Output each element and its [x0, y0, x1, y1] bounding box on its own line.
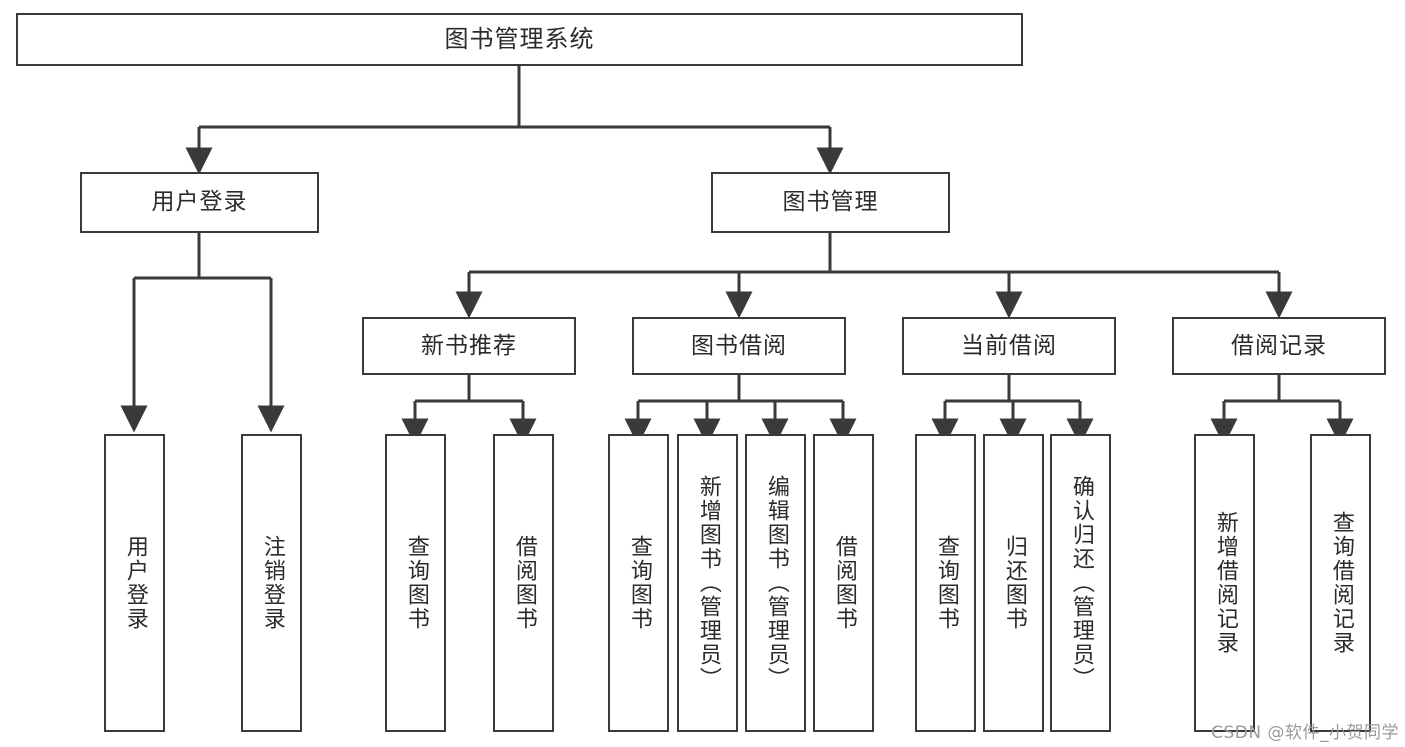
node-leaf-query-book-3-label: 查询图书: [933, 535, 959, 631]
node-leaf-user-login[interactable]: 用户登录: [104, 434, 165, 732]
node-leaf-query-book-1[interactable]: 查询图书: [385, 434, 446, 732]
node-leaf-query-book-2[interactable]: 查询图书: [608, 434, 669, 732]
node-leaf-query-book-1-label: 查询图书: [403, 535, 429, 631]
node-leaf-add-record-label: 新增借阅记录: [1212, 511, 1238, 655]
node-leaf-add-book[interactable]: 新增图书（管理员）: [677, 434, 738, 732]
node-leaf-edit-book[interactable]: 编辑图书（管理员）: [745, 434, 806, 732]
node-new-book-rec[interactable]: 新书推荐: [362, 317, 576, 375]
node-leaf-logout-label: 注销登录: [259, 535, 285, 631]
node-leaf-add-book-label: 新增图书（管理员）: [695, 475, 721, 691]
node-current-borrow[interactable]: 当前借阅: [902, 317, 1116, 375]
node-book-borrow-label: 图书借阅: [691, 332, 787, 359]
node-leaf-query-book-3[interactable]: 查询图书: [915, 434, 976, 732]
node-leaf-confirm-return-label: 确认归还（管理员）: [1068, 475, 1094, 691]
node-leaf-query-record[interactable]: 查询借阅记录: [1310, 434, 1371, 732]
node-leaf-query-book-2-label: 查询图书: [626, 535, 652, 631]
node-root[interactable]: 图书管理系统: [16, 13, 1023, 66]
node-leaf-borrow-book-2[interactable]: 借阅图书: [813, 434, 874, 732]
node-borrow-record[interactable]: 借阅记录: [1172, 317, 1386, 375]
node-user-login-label: 用户登录: [151, 189, 248, 216]
node-leaf-borrow-book-1-label: 借阅图书: [511, 535, 537, 631]
node-current-borrow-label: 当前借阅: [961, 332, 1057, 359]
node-leaf-user-login-label: 用户登录: [122, 535, 148, 631]
node-leaf-return-book[interactable]: 归还图书: [983, 434, 1044, 732]
node-leaf-borrow-book-1[interactable]: 借阅图书: [493, 434, 554, 732]
node-new-book-rec-label: 新书推荐: [421, 332, 517, 359]
node-book-manage-label: 图书管理: [782, 189, 879, 216]
node-leaf-query-record-label: 查询借阅记录: [1328, 511, 1354, 655]
node-book-manage[interactable]: 图书管理: [711, 172, 950, 233]
node-leaf-confirm-return[interactable]: 确认归还（管理员）: [1050, 434, 1111, 732]
node-leaf-edit-book-label: 编辑图书（管理员）: [763, 475, 789, 691]
node-leaf-logout[interactable]: 注销登录: [241, 434, 302, 732]
node-leaf-add-record[interactable]: 新增借阅记录: [1194, 434, 1255, 732]
node-user-login[interactable]: 用户登录: [80, 172, 319, 233]
node-book-borrow[interactable]: 图书借阅: [632, 317, 846, 375]
node-leaf-borrow-book-2-label: 借阅图书: [831, 535, 857, 631]
node-leaf-return-book-label: 归还图书: [1001, 535, 1027, 631]
node-root-label: 图书管理系统: [444, 24, 595, 53]
csdn-watermark: CSDN @软件_小贺同学: [1211, 723, 1399, 743]
node-borrow-record-label: 借阅记录: [1231, 332, 1327, 359]
